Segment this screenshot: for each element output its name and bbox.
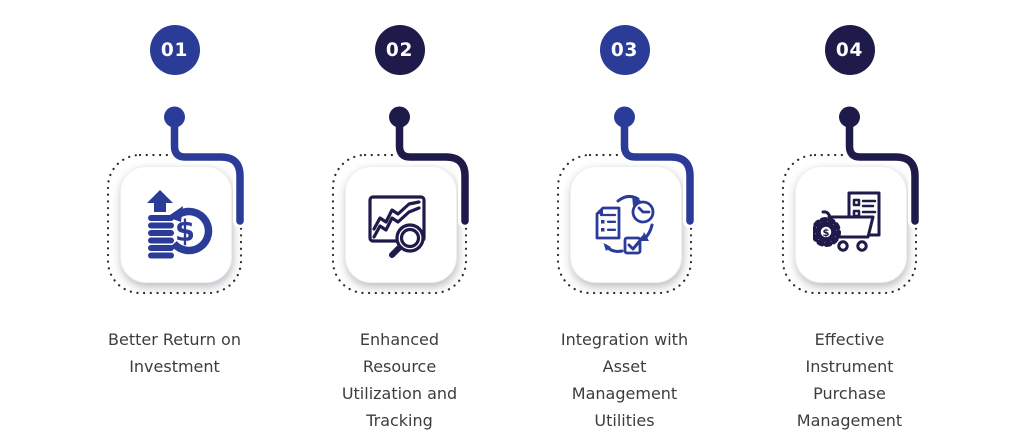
icon-card: [569, 166, 682, 283]
steps-row: 01 $: [62, 0, 962, 443]
step-label: Enhanced Resource Utilization and Tracki…: [341, 330, 458, 430]
step-number: 02: [385, 39, 414, 61]
coin-stack-growth-dollar-cycle-icon: $: [146, 189, 212, 258]
step-number: 01: [160, 39, 189, 61]
step-number-badge-02: 02: [374, 25, 425, 75]
icon-card: $: [119, 166, 232, 283]
gear-dollar-shopping-cart-icon: $: [812, 191, 880, 252]
connector-pin: [614, 106, 697, 228]
step-column-03: 03: [512, 0, 737, 443]
step-number: 04: [835, 39, 864, 61]
icon-card: [344, 166, 457, 283]
document-clock-checkbox-cycle-icon: [595, 194, 654, 254]
step-column-02: 02 Enhanced: [287, 0, 512, 443]
step-number: 03: [610, 39, 639, 61]
step-column-04: 04: [737, 0, 962, 443]
step-column-01: 01 $: [62, 0, 287, 443]
step-number-badge-04: 04: [824, 25, 875, 75]
connector-pin: [164, 106, 247, 228]
pin-dot: [389, 106, 410, 128]
svg-text:$: $: [174, 214, 194, 248]
pin-dot: [164, 106, 185, 128]
svg-text:$: $: [822, 228, 829, 239]
chart-magnifier-icon: [367, 194, 426, 258]
pin-dot: [839, 106, 860, 128]
step-label: Integration with Asset Management Utilit…: [560, 330, 689, 430]
pin-dot: [614, 106, 635, 128]
connector-pin: [839, 106, 922, 228]
step-number-badge-03: 03: [599, 25, 650, 75]
step-label: Better Return on Investment: [108, 330, 241, 376]
step-label: Effective Instrument Purchase Management: [796, 330, 903, 430]
icon-card: $: [794, 166, 907, 283]
connector-pin: [389, 106, 472, 228]
step-number-badge-01: 01: [149, 25, 200, 75]
